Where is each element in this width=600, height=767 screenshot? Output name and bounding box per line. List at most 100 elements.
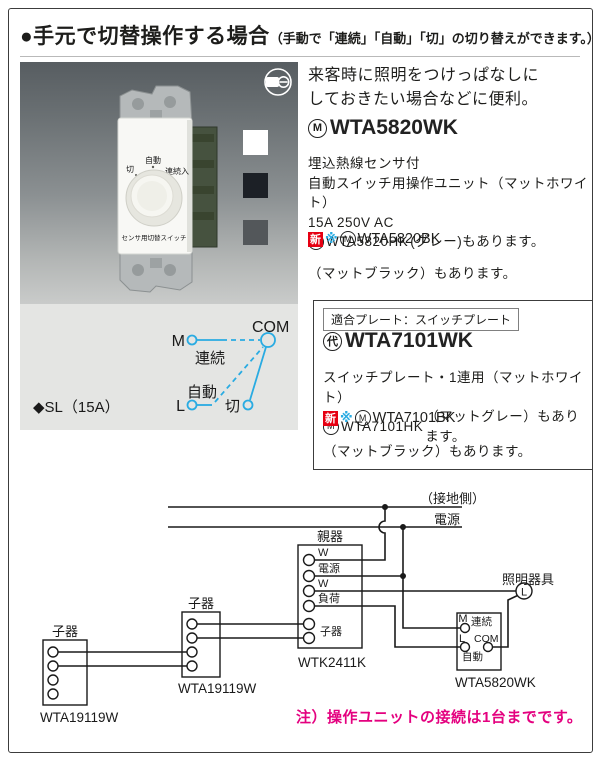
junction-dot xyxy=(382,504,388,510)
spec-line1: 埋込熱線センサ付 xyxy=(308,156,420,171)
wiring-diagram: （接地側） 電源 親器 W 電源 W 負荷 子器 子器 子器 WTK2411K … xyxy=(40,491,554,725)
wire-com-to-lamp xyxy=(492,594,518,648)
unit-continuous-label: 連続 xyxy=(471,615,492,628)
power-label: 電源 xyxy=(434,512,460,527)
mode-auto-label: 自動 xyxy=(187,384,217,401)
spec-line2: 自動スイッチ用操作ユニット（マットホワイト） xyxy=(308,175,588,211)
mounting-bracket-bottom xyxy=(119,251,193,293)
terminal xyxy=(47,688,59,700)
terminal-l xyxy=(459,641,471,653)
wire-ground xyxy=(314,507,386,561)
plate-tag-label: 適合プレート：スイッチプレート xyxy=(323,308,520,331)
page-subtitle: （手動で「連続」「自動」「切」の切り替えができます。） xyxy=(269,31,600,46)
operation-unit-box xyxy=(456,612,502,671)
mode-continuous-label: 連続 xyxy=(195,350,225,367)
m-mark-icon: M xyxy=(354,410,371,426)
product-photo: 切 自動 連続入 センサ用切替スイッチ xyxy=(20,62,298,304)
terminal xyxy=(186,632,198,644)
terminal xyxy=(47,646,59,658)
spec-line3: 15A 250V AC xyxy=(308,214,394,230)
child-model-label-left: WTA19119W xyxy=(40,710,119,725)
switch-unit-image: 切 自動 連続入 センサ用切替スイッチ xyxy=(117,85,218,293)
terminal-m xyxy=(459,622,471,634)
terminal-com xyxy=(482,641,494,653)
terminal xyxy=(47,674,59,686)
mode-schematic-panel: COM M 連続 自動 L 切 ◆SL（15A） xyxy=(20,304,298,430)
terminal-label-w1: W xyxy=(318,547,329,559)
rotary-dial[interactable] xyxy=(125,169,183,227)
plate-variant-black-code: WTA7101BK xyxy=(372,410,456,426)
dai-mark-icon: 代 xyxy=(323,331,342,351)
plate-variant-gray-suffix: （マットグレー）もあります。 xyxy=(425,409,580,444)
terminal xyxy=(47,660,59,672)
child-unit-box-middle xyxy=(181,611,221,678)
terminal-label-load: 負荷 xyxy=(318,592,340,605)
terminal-label-power: 電源 xyxy=(318,561,340,575)
mode-m-label: M xyxy=(172,333,185,350)
plate-variant-black-line: 新 ※ M WTA7101BK xyxy=(323,410,455,426)
lamp-letter: L xyxy=(521,587,527,599)
new-badge: 新 xyxy=(308,231,323,247)
variant-black-line: 新 ※ M WTA5820BK xyxy=(308,231,440,247)
child-unit-box-left xyxy=(42,639,88,706)
description-line2: しておきたい場合などに便利。 xyxy=(308,91,539,108)
fixture-label: 照明器具 xyxy=(502,572,554,587)
terminal xyxy=(302,631,316,645)
terminal xyxy=(302,584,316,598)
plate-model-line: 代 WTA7101WK xyxy=(323,329,473,353)
new-badge: 新 xyxy=(323,410,338,426)
asterisk-icon: ※ xyxy=(325,231,338,246)
operation-unit-model-label: WTA5820WK xyxy=(455,675,536,690)
parent-unit-label: 親器 xyxy=(317,529,343,544)
main-model-line: M WTA5820WK xyxy=(308,116,458,140)
variant-black-note: （マットブラック）もあります。 xyxy=(308,266,517,281)
terminal xyxy=(186,646,198,658)
wire-live-to-unit xyxy=(402,527,461,629)
color-swatch-black xyxy=(243,173,268,198)
terminal xyxy=(302,553,316,567)
header-divider xyxy=(20,56,580,57)
asterisk-icon: ※ xyxy=(340,410,353,425)
mode-off-label: 切 xyxy=(225,398,240,415)
screwdriver-icon xyxy=(264,68,292,96)
terminal-label-w2: W xyxy=(318,578,329,590)
rating-label: ◆SL（15A） xyxy=(33,399,120,416)
terminal xyxy=(186,660,198,672)
product-description: 来客時に照明をつけっぱなしに しておきたい場合などに便利。 xyxy=(308,64,588,112)
mode-l-label: L xyxy=(176,398,185,415)
dial-label-off: 切 xyxy=(126,165,134,174)
plate-spec-line1: スイッチプレート・1連用（マットホワイト） xyxy=(323,370,584,405)
plate-model-number: WTA7101WK xyxy=(345,329,473,352)
plate-variant-black-note: （マットブラック）もあります。 xyxy=(323,444,532,459)
page-title: ●手元で切替操作する場合 xyxy=(20,25,270,48)
variant-black-code: WTA5820BK xyxy=(357,231,441,247)
parent-unit-box xyxy=(297,544,363,649)
spec-block: 埋込熱線センサ付 自動スイッチ用操作ユニット（マットホワイト） 15A 250V… xyxy=(308,154,592,252)
m-mark-icon: M xyxy=(308,118,327,138)
color-swatch-gray xyxy=(243,220,268,245)
main-model-number: WTA5820WK xyxy=(330,116,458,139)
parent-model-label: WTK2411K xyxy=(298,655,366,670)
description-line1: 来客時に照明をつけっぱなしに xyxy=(308,67,540,84)
variant-gray-suffix: (グレー)もあります。 xyxy=(410,234,545,249)
section-header: ●手元で切替操作する場合 （手動で「連続」「自動」「切」の切り替えができます。） xyxy=(20,20,600,50)
lamp-symbol xyxy=(515,582,533,600)
child-unit-label-left: 子器 xyxy=(52,624,78,639)
terminal xyxy=(186,618,198,630)
unit-l-label: L xyxy=(459,633,465,645)
color-swatch-white xyxy=(243,130,268,155)
junction-dot xyxy=(400,573,406,579)
plate-info-box: 適合プレート：スイッチプレート 代 WTA7101WK スイッチプレート・1連用… xyxy=(313,300,593,470)
junction-dot xyxy=(400,524,406,530)
mode-schematic: COM M 連続 自動 L 切 ◆SL（15A） xyxy=(33,319,289,416)
plate-spec-block: スイッチプレート・1連用（マットホワイト） M WTA7101HK（マットグレー… xyxy=(323,368,585,446)
dial-label-auto: 自動 xyxy=(145,155,161,165)
terminal-label-child: 子器 xyxy=(320,625,342,638)
ground-side-label: （接地側） xyxy=(420,491,485,506)
mounting-bracket-top xyxy=(119,85,193,125)
child-model-label-middle: WTA19119W xyxy=(178,681,257,696)
unit-m-label: M xyxy=(458,613,467,625)
mode-com-label: COM xyxy=(252,319,289,336)
unit-auto-label: 自動 xyxy=(462,650,483,663)
